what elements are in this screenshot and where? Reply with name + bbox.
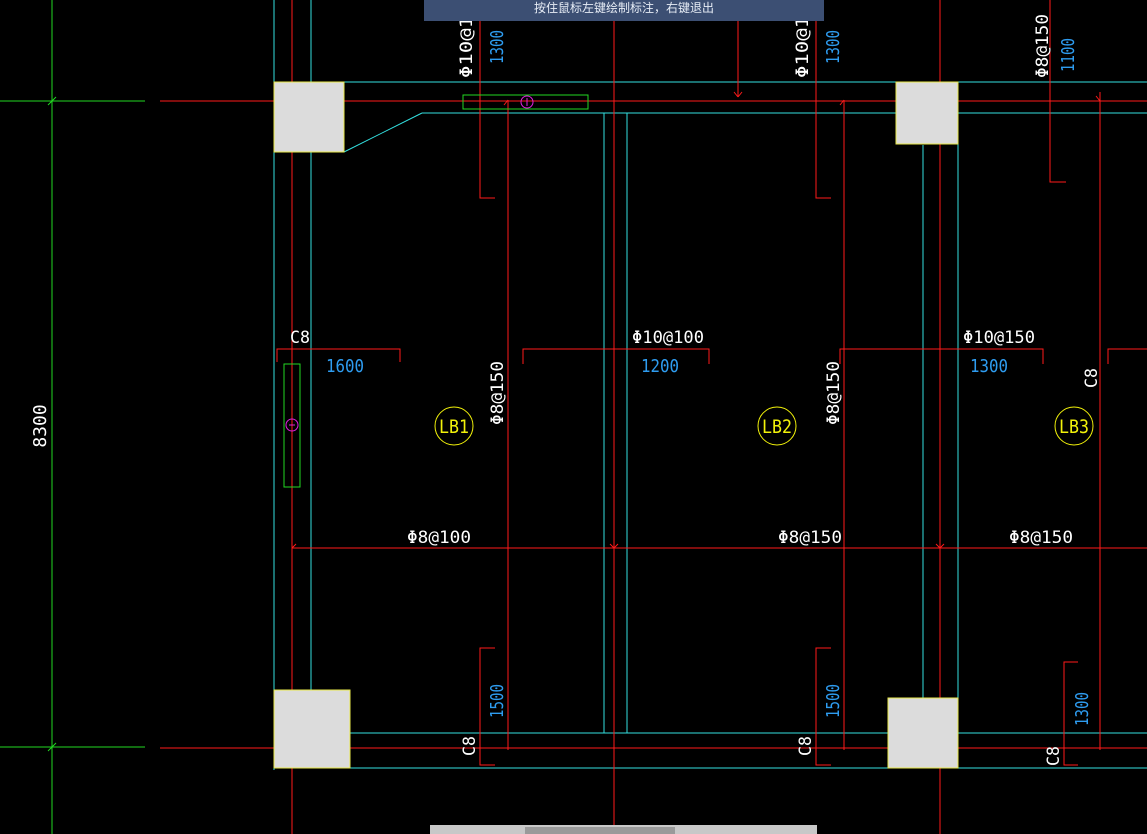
marker-horizontal <box>462 94 589 110</box>
column-bottom-right <box>887 697 959 769</box>
column-top-left <box>273 81 345 153</box>
label-phi10-top-2: Φ10@1 <box>793 16 813 78</box>
marker-vertical <box>283 363 301 488</box>
dim-1300-top-2: 1300 <box>823 30 844 64</box>
slab-label-lb1: LB1 <box>439 416 469 438</box>
label-c8-bottom-2: C8 <box>796 736 816 756</box>
dim-1300: 1300 <box>970 356 1008 377</box>
slab-label-lb2: LB2 <box>762 416 792 438</box>
label-c8-left: C8 <box>290 328 310 348</box>
label-phi10-top-1: Φ10@1 <box>457 16 477 78</box>
label-phi10-100: Φ10@100 <box>632 328 704 348</box>
columns <box>273 81 959 769</box>
label-phi8-150-mid: Φ8@150 <box>778 528 842 548</box>
dimension-text-8300: 8300 <box>30 404 51 447</box>
slab-label-lb3: LB3 <box>1059 416 1089 438</box>
label-c8-right: C8 <box>1082 368 1102 388</box>
label-phi8-100: Φ8@100 <box>407 528 471 548</box>
bottom-scrollbar[interactable] <box>430 825 817 834</box>
slab-circle-lb1 <box>434 406 474 446</box>
dim-1100-top: 1100 <box>1058 38 1079 72</box>
label-c8-bottom-3: C8 <box>1044 746 1064 766</box>
slab-tags[interactable] <box>434 406 1094 446</box>
dim-1500-bottom-1: 1500 <box>487 684 508 718</box>
command-tooltip: 按住鼠标左键绘制标注，右键退出 <box>424 0 824 21</box>
dim-1300-bottom: 1300 <box>1072 692 1093 726</box>
scrollbar-thumb[interactable] <box>525 827 675 834</box>
label-phi10-150: Φ10@150 <box>963 328 1035 348</box>
label-phi8-150-top: Φ8@150 <box>1033 14 1053 78</box>
dim-1300-top-1: 1300 <box>487 30 508 64</box>
slab-circle-lb3 <box>1054 406 1094 446</box>
dimension-line <box>0 0 145 834</box>
dim-1200: 1200 <box>641 356 679 377</box>
label-c8-bottom-1: C8 <box>460 736 480 756</box>
slab-circle-lb2 <box>757 406 797 446</box>
label-phi8-150-v1: Φ8@150 <box>488 361 508 425</box>
beam-outlines <box>273 0 1147 770</box>
column-top-right <box>895 81 959 145</box>
column-bottom-left <box>273 689 351 769</box>
dim-1600: 1600 <box>326 356 364 377</box>
label-phi8-150-right: Φ8@150 <box>1009 528 1073 548</box>
label-phi8-150-v2: Φ8@150 <box>824 361 844 425</box>
selection-markers[interactable] <box>283 94 589 488</box>
dim-1500-bottom-2: 1500 <box>823 684 844 718</box>
